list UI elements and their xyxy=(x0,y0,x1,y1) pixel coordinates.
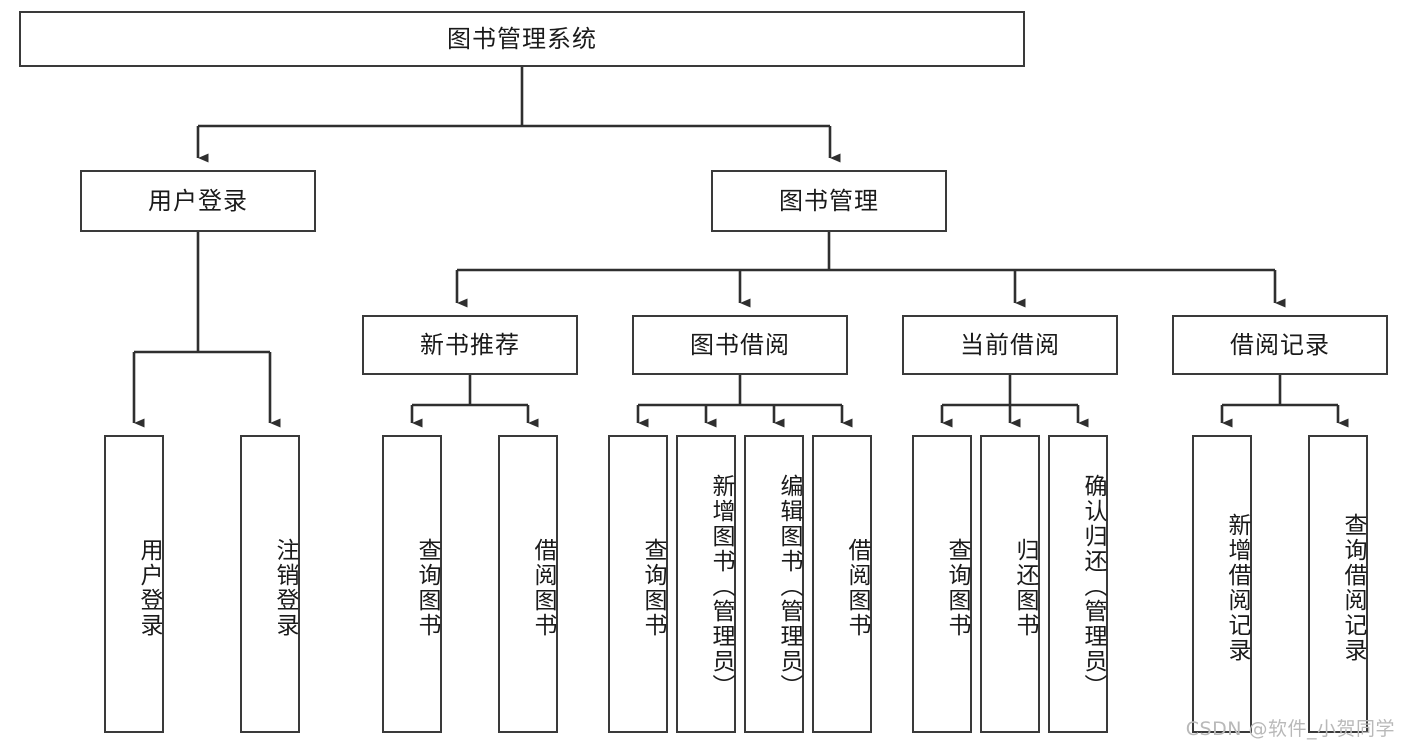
node-user-login[interactable]: 用户登录 xyxy=(80,170,316,232)
csdn-watermark: CSDN @软件_小贺同学 xyxy=(1185,718,1395,740)
node-new-book-recommend[interactable]: 新书推荐 xyxy=(362,315,578,375)
leaf-borrow-record-add[interactable]: 新增借阅记录 xyxy=(1192,435,1252,733)
node-book-management[interactable]: 图书管理 xyxy=(711,170,947,232)
leaf-new-book-borrow[interactable]: 借阅图书 xyxy=(498,435,558,733)
node-root-system[interactable]: 图书管理系统 xyxy=(19,11,1025,67)
leaf-new-book-query[interactable]: 查询图书 xyxy=(382,435,442,733)
node-book-borrow[interactable]: 图书借阅 xyxy=(632,315,848,375)
node-borrow-record[interactable]: 借阅记录 xyxy=(1172,315,1388,375)
leaf-borrow-record-query[interactable]: 查询借阅记录 xyxy=(1308,435,1368,733)
leaf-current-borrow-return[interactable]: 归还图书 xyxy=(980,435,1040,733)
leaf-book-borrow-edit[interactable]: 编辑图书（管理员） xyxy=(744,435,804,733)
leaf-book-borrow-borrow[interactable]: 借阅图书 xyxy=(812,435,872,733)
leaf-book-borrow-query[interactable]: 查询图书 xyxy=(608,435,668,733)
leaf-user-login-signout[interactable]: 注销登录 xyxy=(240,435,300,733)
node-current-borrow[interactable]: 当前借阅 xyxy=(902,315,1118,375)
leaf-current-borrow-confirm-return[interactable]: 确认归还（管理员） xyxy=(1048,435,1108,733)
leaf-user-login-signin[interactable]: 用户登录 xyxy=(104,435,164,733)
leaf-current-borrow-query[interactable]: 查询图书 xyxy=(912,435,972,733)
leaf-book-borrow-add[interactable]: 新增图书（管理员） xyxy=(676,435,736,733)
